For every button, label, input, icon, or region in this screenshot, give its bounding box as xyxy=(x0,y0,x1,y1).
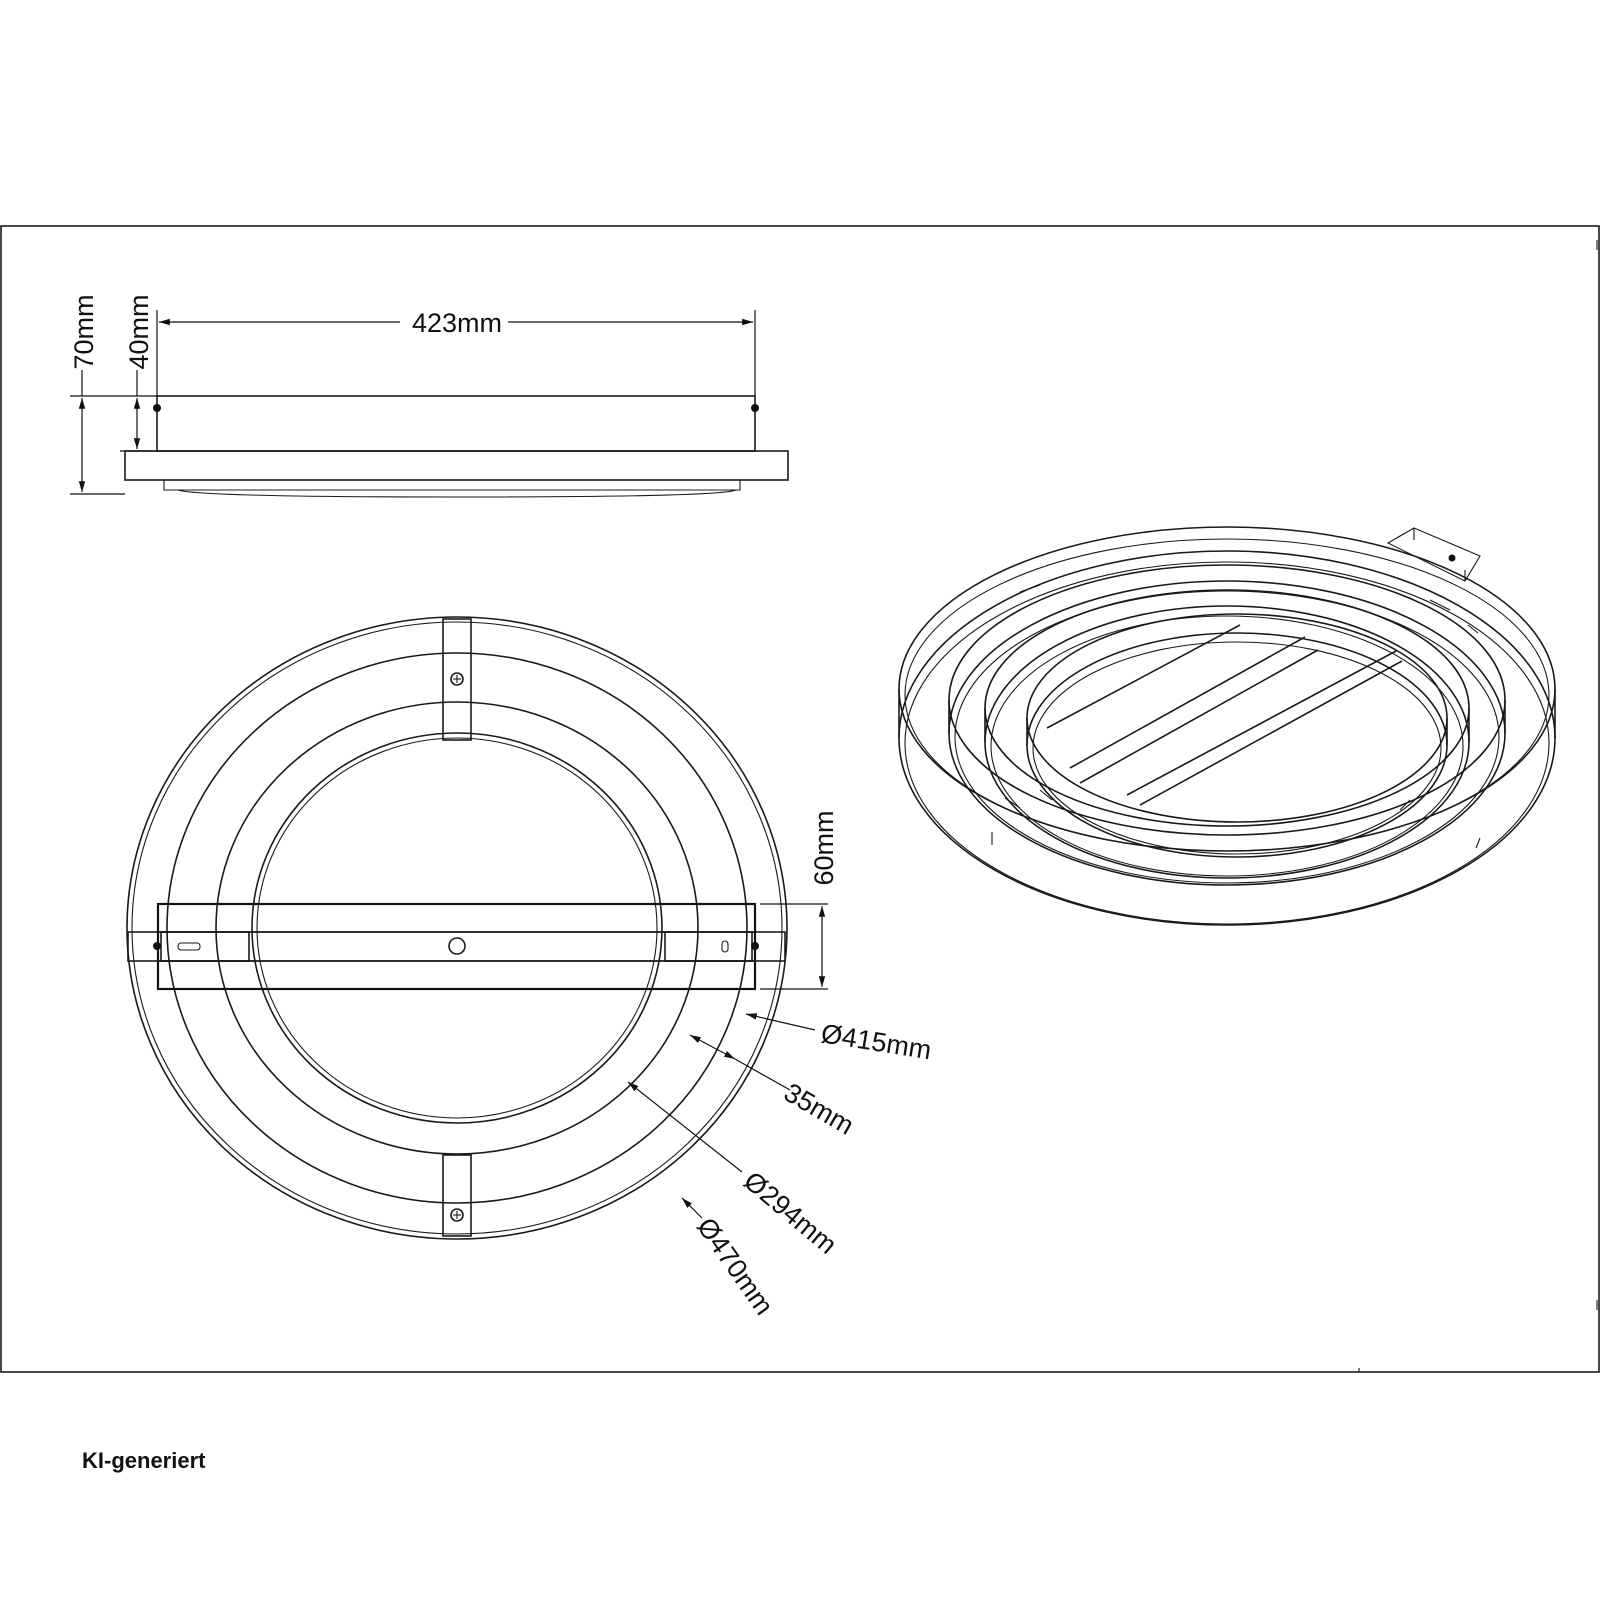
persp-inner-top xyxy=(1026,613,1448,823)
outer-ring-edge xyxy=(131,621,783,1235)
bracket-slot-right xyxy=(721,940,729,953)
dimension-diameters: Ø415mm 35mm Ø294mm Ø470mm xyxy=(627,1013,933,1320)
persp-spokes xyxy=(991,584,1481,849)
side-view xyxy=(124,395,789,498)
outer-ring-inner xyxy=(166,652,748,1204)
dim-diameter-470-label: Ø470mm xyxy=(691,1212,779,1320)
side-plate xyxy=(124,450,789,481)
spoke-top-screw xyxy=(450,672,464,686)
inner-ring-inner xyxy=(251,732,663,1124)
perspective-view xyxy=(898,526,1556,926)
persp-bracket xyxy=(1046,624,1403,806)
side-screw-left xyxy=(153,404,161,412)
inner-ring-edge xyxy=(256,737,658,1119)
ceiling-box xyxy=(1386,527,1481,582)
spoke-top xyxy=(442,618,472,741)
bracket-clamp-right xyxy=(664,931,753,962)
dim-bracket-label: 60mm xyxy=(809,810,839,885)
dimension-width: 423mm xyxy=(156,308,756,396)
spoke-bottom xyxy=(442,1154,472,1237)
bracket-clamp-left xyxy=(160,931,250,962)
dimension-height: 70mm 40mm xyxy=(69,294,157,495)
frame-edge-marks xyxy=(1358,240,1598,1372)
bracket-slot-left xyxy=(177,942,201,951)
leader-35 xyxy=(689,1034,736,1060)
dim-height-body-label: 40mm xyxy=(124,294,154,369)
side-body xyxy=(156,395,756,452)
dim-width-label: 423mm xyxy=(412,308,502,338)
dim-diameter-294-label: Ø294mm xyxy=(738,1166,842,1260)
side-diffuser xyxy=(163,480,741,498)
dimension-bracket: 60mm xyxy=(760,810,839,990)
drawing-frame xyxy=(0,225,1600,1373)
persp-outer-bottom xyxy=(898,550,1556,926)
bracket-outer xyxy=(127,931,786,962)
dim-diameter-415-label: Ø415mm xyxy=(819,1018,933,1065)
outer-ring-outer xyxy=(126,616,788,1240)
persp-outer-top2 xyxy=(904,538,1550,852)
leader-415 xyxy=(745,1013,816,1031)
dim-ring-width-label: 35mm xyxy=(779,1077,859,1140)
dim-height-total-label: 70mm xyxy=(69,294,99,369)
persp-outer-top xyxy=(898,526,1556,852)
watermark-label: KI-generiert xyxy=(82,1448,206,1473)
persp-outer-bottom2 xyxy=(904,561,1550,925)
top-view xyxy=(126,616,788,1240)
inner-ring-outer xyxy=(215,701,699,1155)
leader-470 xyxy=(681,1197,703,1219)
side-screw-right xyxy=(751,404,759,412)
spoke-bottom-screw xyxy=(450,1208,464,1222)
leader-294 xyxy=(627,1081,743,1173)
persp-inner-bottom xyxy=(1026,632,1448,858)
persp-ring3-top xyxy=(984,589,1470,827)
bracket-center-hole xyxy=(448,937,466,955)
